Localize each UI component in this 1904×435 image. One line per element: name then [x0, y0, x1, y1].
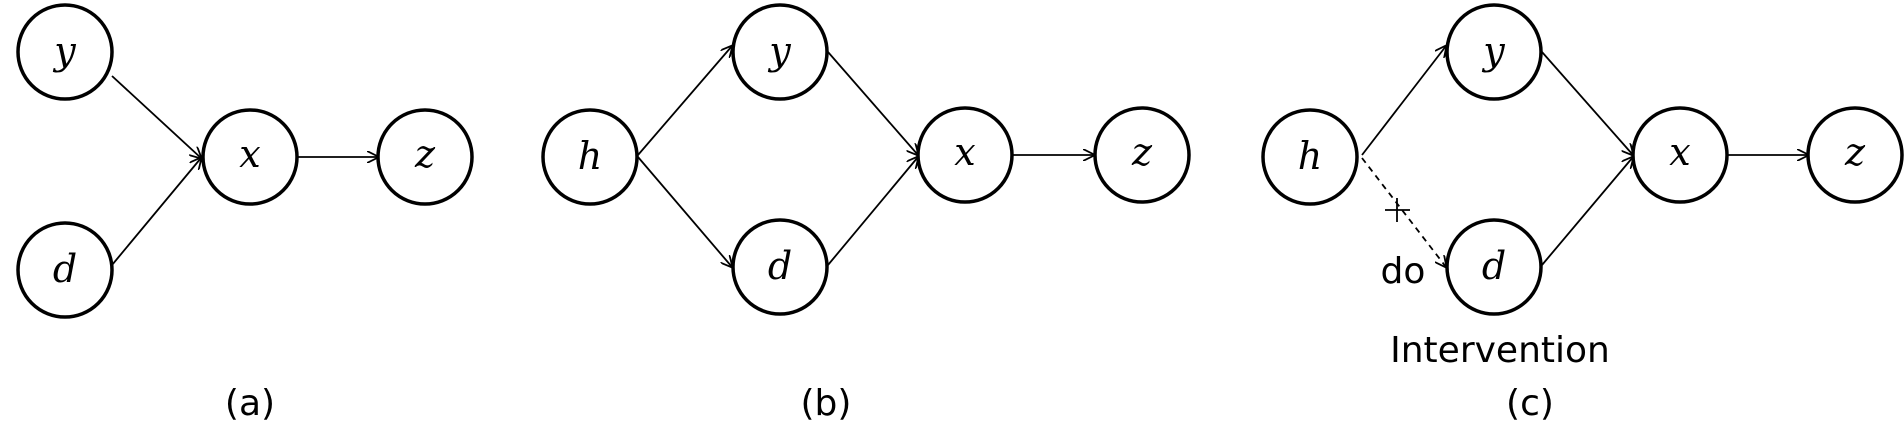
- intervention-label: Intervention: [1390, 330, 1610, 371]
- node-x: x: [1631, 106, 1729, 204]
- node-label: z: [1131, 130, 1153, 174]
- panel-c: h y d x z do Intervention (c): [1261, 3, 1904, 424]
- node-label: x: [239, 132, 260, 176]
- node-label: d: [768, 244, 792, 288]
- node-label: y: [767, 29, 791, 73]
- node-d: d: [1445, 218, 1543, 316]
- node-x: x: [916, 106, 1014, 204]
- edge-h-y: [637, 46, 732, 156]
- node-label: x: [954, 130, 975, 174]
- node-label: z: [1844, 130, 1866, 174]
- node-h: h: [541, 108, 639, 206]
- edge-d-x: [827, 157, 918, 266]
- edge-y-x: [1541, 51, 1633, 155]
- node-label: d: [1482, 244, 1506, 288]
- edge-h-y: [1361, 46, 1446, 156]
- cut-mark: [1385, 198, 1410, 222]
- do-label: do: [1381, 251, 1426, 292]
- caption-a: (a): [225, 383, 275, 424]
- node-h: h: [1261, 108, 1359, 206]
- node-label: y: [52, 29, 76, 73]
- node-x: x: [201, 108, 299, 206]
- node-z: z: [376, 108, 474, 206]
- edge-y-x: [827, 51, 918, 155]
- edge-d-x: [1541, 157, 1633, 266]
- edge-h-d-intervened: [1361, 157, 1446, 267]
- node-d: d: [16, 221, 114, 319]
- node-label: x: [1669, 130, 1690, 174]
- edge-y-x: [111, 75, 201, 158]
- edge-h-d: [637, 156, 732, 267]
- node-y: y: [731, 3, 829, 101]
- caption-b: (b): [801, 383, 852, 424]
- node-label: z: [414, 132, 436, 176]
- node-label: h: [578, 134, 602, 178]
- panel-a: y d x z (a): [16, 3, 474, 424]
- node-y: y: [1445, 3, 1543, 101]
- node-d: d: [731, 218, 829, 316]
- node-z: z: [1093, 106, 1191, 204]
- edge-d-x: [111, 158, 201, 266]
- node-label: d: [53, 247, 77, 291]
- node-label: h: [1298, 134, 1322, 178]
- node-label: y: [1481, 29, 1505, 73]
- panel-b: h y d x z (b): [541, 3, 1191, 424]
- node-y: y: [16, 3, 114, 101]
- node-z: z: [1806, 106, 1904, 204]
- caption-c: (c): [1506, 383, 1554, 424]
